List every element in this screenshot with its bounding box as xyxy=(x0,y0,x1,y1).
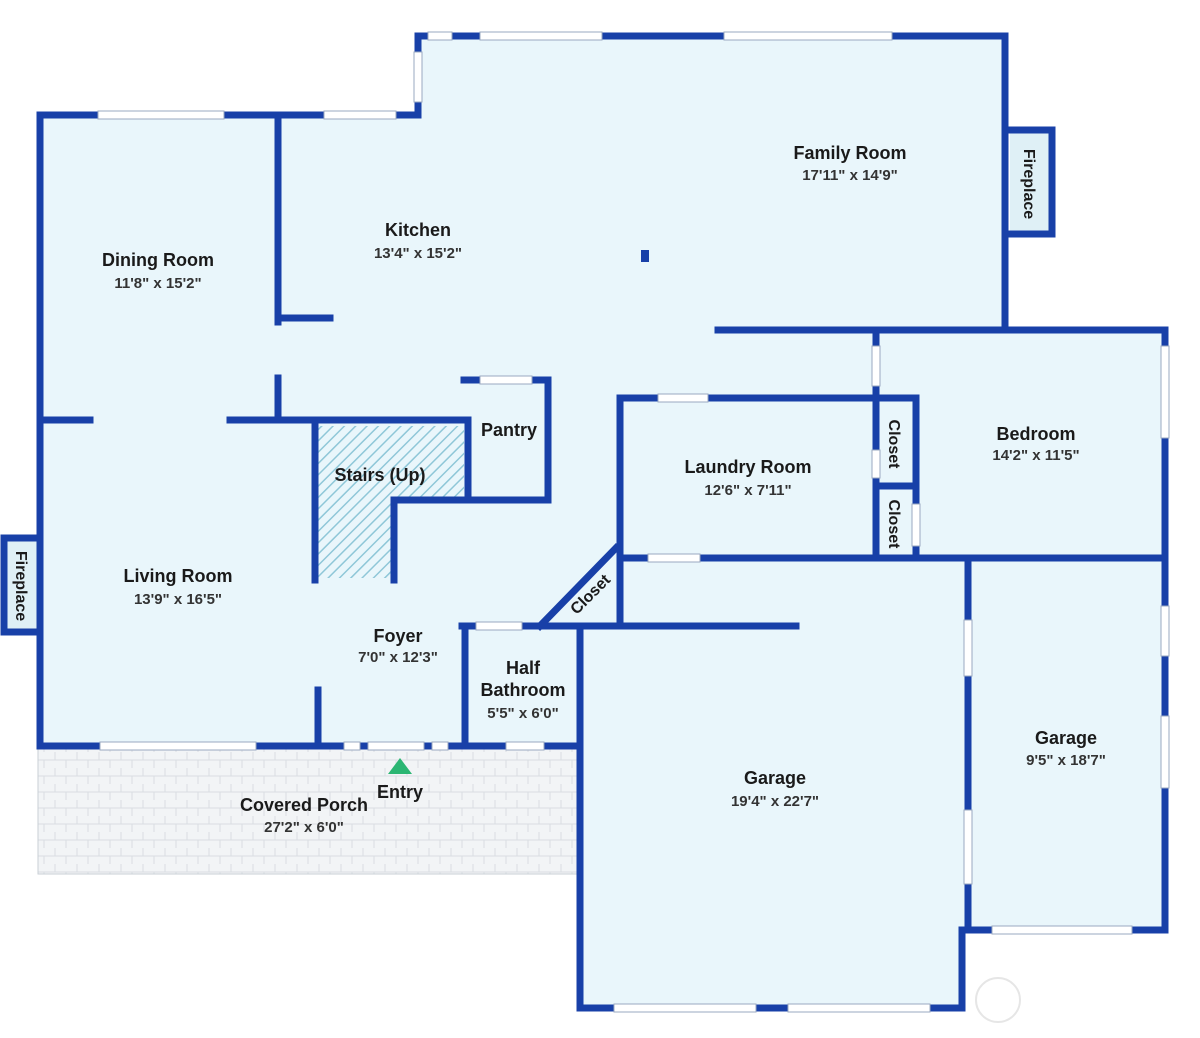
floor-fills xyxy=(4,36,1165,1008)
laundry-room-name: Laundry Room xyxy=(684,457,811,477)
family-room-name: Family Room xyxy=(793,143,906,163)
garage-side-name: Garage xyxy=(1035,728,1097,748)
kitchen-post xyxy=(641,250,649,262)
laundry-room-dims: 12'6" x 7'11" xyxy=(704,482,791,499)
kitchen-name: Kitchen xyxy=(385,220,451,240)
foyer-name: Foyer xyxy=(373,626,422,646)
walls xyxy=(0,32,1169,1012)
garage-main-dims: 19'4" x 22'7" xyxy=(731,793,819,810)
windows xyxy=(97,31,1170,1013)
living-room-dims: 13'9" x 16'5" xyxy=(134,591,222,608)
fireplace-left-label: Fireplace xyxy=(12,551,29,621)
fireplace-left-floor xyxy=(4,538,38,632)
dining-room-dims: 11'8" x 15'2" xyxy=(114,275,201,292)
foyer-dims: 7'0" x 12'3" xyxy=(358,649,438,666)
entry-label: Entry xyxy=(377,782,423,802)
family-room-dims: 17'11" x 14'9" xyxy=(802,167,898,184)
dining-room-name: Dining Room xyxy=(102,250,214,270)
closet-2-name: Closet xyxy=(885,500,902,550)
fireplace-right-floor xyxy=(1010,130,1052,233)
main-floor xyxy=(40,36,1165,1008)
fireplace-right-wall xyxy=(1001,126,1056,238)
stairs-name: Stairs (Up) xyxy=(334,465,425,485)
watermark-icon xyxy=(975,977,1021,1023)
fireplace-left-wall xyxy=(0,534,44,636)
bedroom-dims: 14'2" x 11'5" xyxy=(992,447,1079,464)
half-bathroom-name-line2: Bathroom xyxy=(481,680,566,700)
half-bathroom-dims: 5'5" x 6'0" xyxy=(487,705,558,722)
garage-main-name: Garage xyxy=(744,768,806,788)
living-room-name: Living Room xyxy=(124,566,233,586)
kitchen-dims: 13'4" x 15'2" xyxy=(374,245,462,262)
closet-1-name: Closet xyxy=(885,420,902,470)
entry-marker-icon xyxy=(388,758,412,774)
outer-wall xyxy=(36,32,1169,1012)
pantry-name: Pantry xyxy=(481,420,537,440)
garage-side-dims: 9'5" x 18'7" xyxy=(1026,752,1106,769)
covered-porch-name: Covered Porch xyxy=(240,795,368,815)
room-labels: Family Room 17'11" x 14'9" Kitchen 13'4"… xyxy=(12,143,1106,836)
bedroom-name: Bedroom xyxy=(996,424,1075,444)
covered-porch-dims: 27'2" x 6'0" xyxy=(264,819,344,836)
half-bathroom-name-line1: Half xyxy=(506,658,541,678)
fireplace-right-label: Fireplace xyxy=(1020,149,1037,219)
